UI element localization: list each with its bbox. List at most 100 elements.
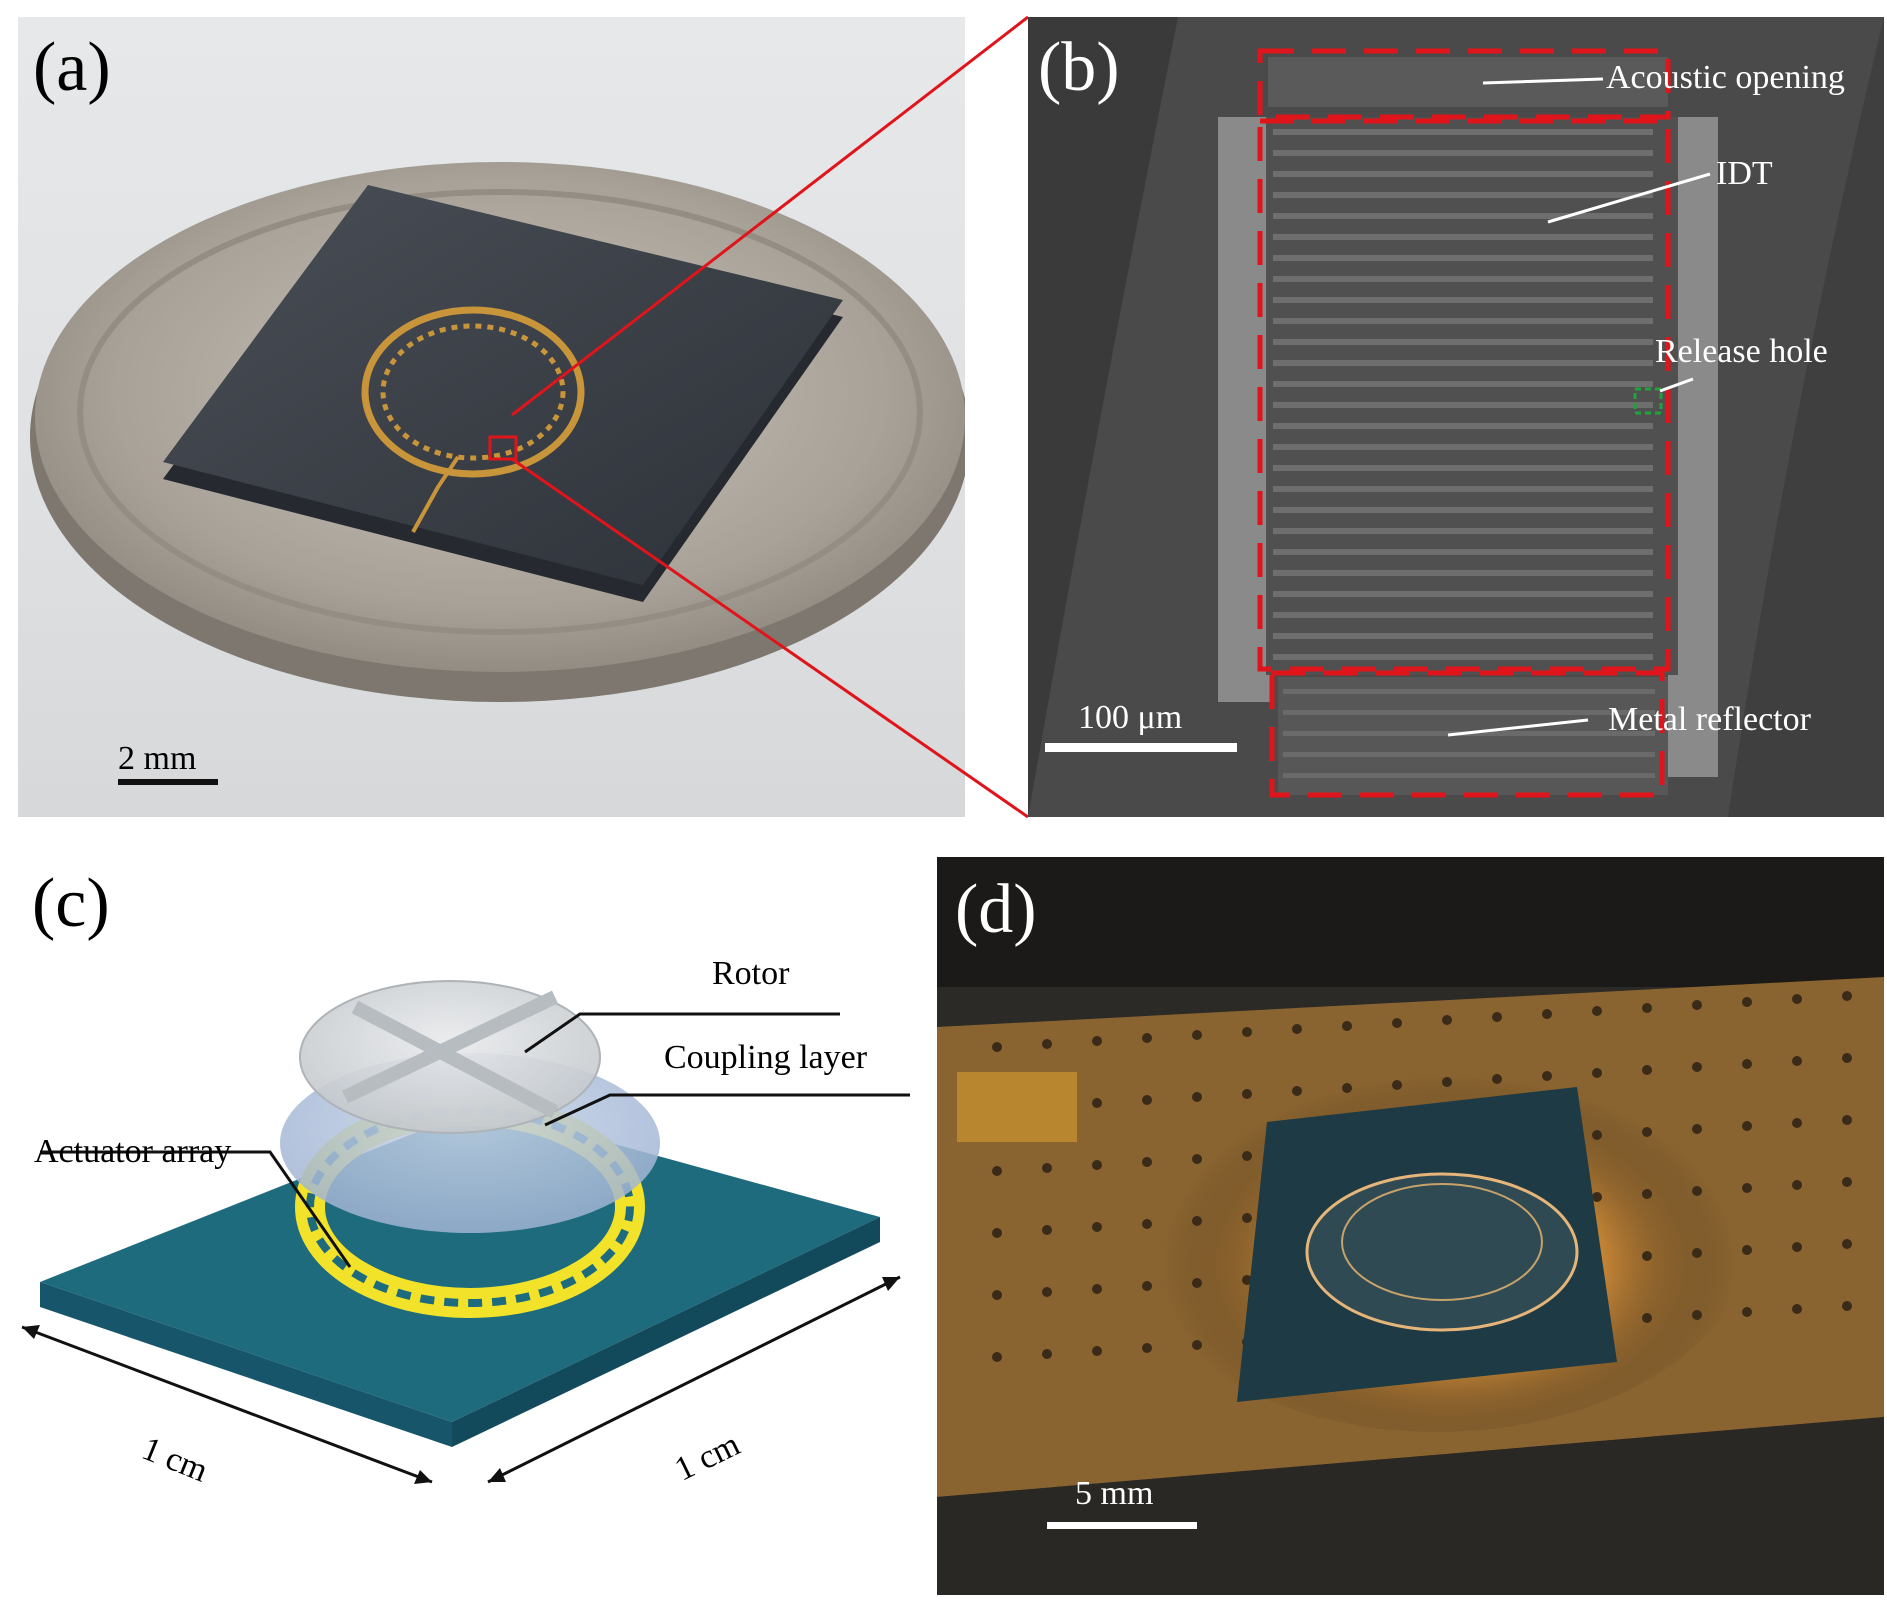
pcb-hole (1592, 1192, 1602, 1202)
pcb-hole (1392, 1080, 1402, 1090)
pcb-hole (1242, 1213, 1252, 1223)
dim-right-arrow-b (882, 1277, 900, 1291)
pcb-hole (1542, 1009, 1552, 1019)
pcb-hole (1192, 1154, 1202, 1164)
panel-b-label: (b) (1038, 29, 1120, 106)
idt-finger (1273, 423, 1653, 429)
pcb-hole (1742, 1059, 1752, 1069)
pcb-hole (1592, 1130, 1602, 1140)
pcb-hole (1792, 1242, 1802, 1252)
idt-finger (1273, 402, 1653, 408)
panel-b-scale-label: 100 μm (1078, 699, 1183, 736)
pcb-hole (1142, 1281, 1152, 1291)
pcb-hole (1192, 1092, 1202, 1102)
idt-finger (1273, 549, 1653, 555)
idt-finger (1273, 171, 1653, 177)
callout-metal-reflector: Metal reflector (1608, 701, 1811, 738)
schematic-illustration (21, 980, 910, 1484)
callout-coupling-layer: Coupling layer (664, 1039, 868, 1076)
pcb-hole (1792, 994, 1802, 1004)
pcb-hole (1242, 1275, 1252, 1285)
pcb-hole (1542, 1071, 1552, 1081)
pcb-hole (1392, 1018, 1402, 1028)
acoustic-opening-box (1257, 48, 1671, 120)
pcb-hole (1042, 1163, 1052, 1173)
panel-a-chip-photo: (a) 2 mm (18, 17, 965, 817)
panel-b-scale-bar (1045, 743, 1237, 752)
pcb-hole (1792, 1304, 1802, 1314)
substrate-top (40, 1107, 880, 1422)
sem-illustration (1028, 17, 1884, 817)
idt-finger (1273, 654, 1653, 660)
idt-finger (1273, 612, 1653, 618)
sma-connector (957, 1072, 1077, 1142)
reflector-finger (1283, 710, 1655, 715)
panel-d-device-photo: (d) 5 mm (937, 857, 1884, 1595)
pcb-hole (1742, 1245, 1752, 1255)
dim-left-arrow-a (22, 1325, 40, 1339)
pcb-hole (1092, 1284, 1102, 1294)
pcb-hole (1292, 1024, 1302, 1034)
pcb-hole (1492, 1074, 1502, 1084)
callout-rotor: Rotor (712, 955, 790, 992)
rotor-leader (524, 1012, 840, 1054)
metal-reflector-box (1269, 670, 1665, 798)
pcb-hole (1642, 1065, 1652, 1075)
sem-right-shadow (1728, 17, 1884, 817)
panel-c-schematic: (c) Rotor Coupling layer Actuator array … (0, 857, 930, 1611)
pcb-hole (1692, 1062, 1702, 1072)
zoom-highlight-box (488, 435, 518, 461)
coupling-layer-leader (544, 1093, 910, 1127)
release-hole-leader (1659, 377, 1694, 393)
idt-finger (1273, 486, 1653, 492)
panel-d-label: (d) (955, 871, 1037, 948)
pcb-hole (1092, 1036, 1102, 1046)
device-photo-illustration (937, 857, 1884, 1595)
panel-a-scale-bar (118, 779, 218, 785)
chip-top (163, 185, 843, 585)
coin-inner-ring (77, 189, 923, 635)
pcb-hole (992, 1228, 1002, 1238)
pcb-hole (1842, 1115, 1852, 1125)
pcb-hole (1142, 1033, 1152, 1043)
pcb-hole (992, 1352, 1002, 1362)
idt-fingers (1273, 129, 1653, 660)
panel-b-sem-image: (b) Acoustic opening IDT Release hole Me… (1028, 17, 1884, 817)
pcb-hole (992, 1166, 1002, 1176)
pcb-hole (1692, 1248, 1702, 1258)
idt-finger (1273, 297, 1653, 303)
pcb-hole (992, 1290, 1002, 1300)
reflector-finger (1283, 752, 1655, 757)
sem-left-shadow (1028, 17, 1178, 817)
photo-top-dark (937, 857, 1884, 987)
callout-release-hole: Release hole (1655, 333, 1828, 370)
idt-finger (1273, 507, 1653, 513)
rotor-cross-arm-1 (351, 1000, 559, 1119)
idt-finger (1273, 465, 1653, 471)
dim-right-line (487, 1275, 901, 1484)
panel-d-scale-label: 5 mm (1075, 1475, 1154, 1512)
pcb-hole (1292, 1086, 1302, 1096)
idt-finger (1273, 234, 1653, 240)
metal-reflector-leader (1447, 718, 1589, 737)
substrate-front-left (40, 1282, 452, 1447)
pcb-hole (1142, 1343, 1152, 1353)
panel-c-label: (c) (32, 865, 110, 942)
callout-actuator-array: Actuator array (34, 1133, 232, 1170)
pcb-hole (1642, 1313, 1652, 1323)
pcb-hole (1242, 1027, 1252, 1037)
idt-finger (1273, 570, 1653, 576)
pcb-hole (1692, 1000, 1702, 1010)
pcb-hole (1792, 1056, 1802, 1066)
substrate-front-right (452, 1217, 880, 1447)
panel-a-scale-label: 2 mm (118, 740, 197, 777)
dim-left-arrow-b (414, 1470, 432, 1484)
idt-leader (1547, 172, 1711, 224)
idt-finger (1273, 444, 1653, 450)
idt-finger (1273, 633, 1653, 639)
panel-d-scale-bar (1047, 1522, 1197, 1529)
idt-finger (1273, 276, 1653, 282)
pcb-hole (1192, 1278, 1202, 1288)
pcb-hole (1742, 1183, 1752, 1193)
